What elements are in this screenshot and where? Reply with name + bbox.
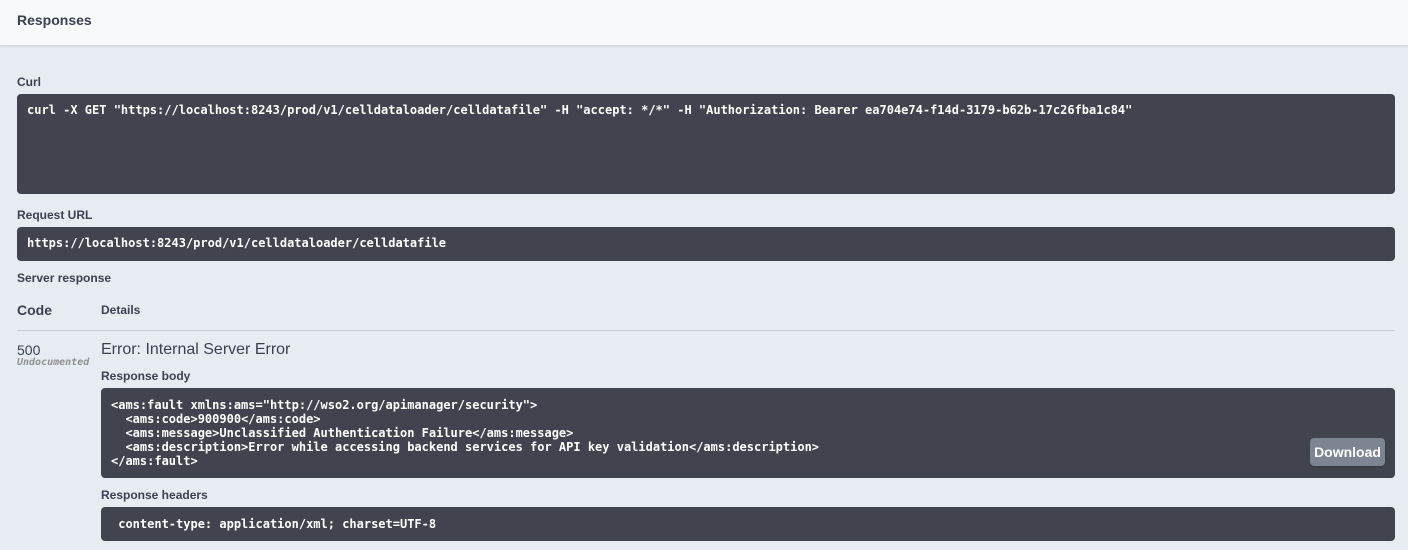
request-url-block[interactable]: https://localhost:8243/prod/v1/celldatal… — [17, 227, 1395, 261]
request-url-label: Request URL — [17, 208, 93, 222]
server-response-label: Server response — [17, 271, 112, 285]
response-body-label: Response body — [101, 369, 191, 383]
error-message: Error: Internal Server Error — [101, 341, 291, 358]
download-button[interactable]: Download — [1310, 438, 1385, 466]
responses-title: Responses — [17, 12, 92, 28]
curl-label: Curl — [17, 75, 41, 89]
response-body-block[interactable]: <ams:fault xmlns:ams="http://wso2.org/ap… — [101, 388, 1395, 478]
details-column-header: Details — [101, 303, 141, 317]
response-code: 500 — [17, 342, 41, 358]
code-column-header: Code — [17, 302, 52, 318]
table-divider — [17, 330, 1395, 331]
undocumented-note: Undocumented — [17, 357, 90, 368]
responses-header: Responses — [0, 0, 1408, 46]
response-headers-label: Response headers — [101, 488, 208, 502]
curl-command-block[interactable]: curl -X GET "https://localhost:8243/prod… — [17, 94, 1395, 194]
response-headers-block[interactable]: content-type: application/xml; charset=U… — [101, 507, 1395, 541]
